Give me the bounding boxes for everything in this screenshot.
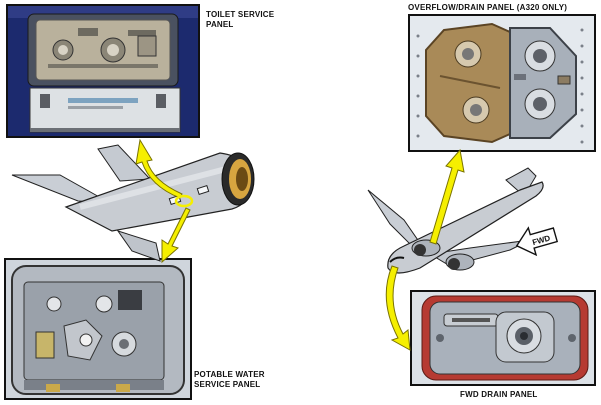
toilet-caption-line2: PANEL (206, 20, 234, 29)
overflow-drain-panel-photo (408, 14, 596, 152)
toilet-service-panel-photo (6, 4, 200, 138)
fwd-drain-panel-caption: FWD DRAIN PANEL (460, 390, 538, 399)
overflow-panel-illustration (410, 16, 594, 150)
toilet-panel-illustration (8, 6, 198, 136)
aircraft-front-illustration (367, 167, 544, 274)
aircraft-rear-illustration (11, 144, 255, 262)
toilet-caption-line1: TOILET SERVICE (206, 10, 275, 19)
potable-caption-line2: SERVICE PANEL (194, 380, 261, 389)
fwd-drain-panel-photo (410, 290, 596, 386)
potable-water-panel-photo (4, 258, 192, 400)
fwd-direction-arrow: FWD (515, 226, 559, 256)
potable-water-panel-caption: POTABLE WATER SERVICE PANEL (194, 370, 265, 390)
overflow-drain-panel-caption: OVERFLOW/DRAIN PANEL (A320 ONLY) (408, 3, 568, 12)
potable-caption-line1: POTABLE WATER (194, 370, 265, 379)
fwd-drain-panel-illustration (412, 292, 594, 384)
potable-panel-illustration (6, 260, 190, 398)
toilet-service-panel-caption: TOILET SERVICE PANEL (206, 10, 274, 30)
